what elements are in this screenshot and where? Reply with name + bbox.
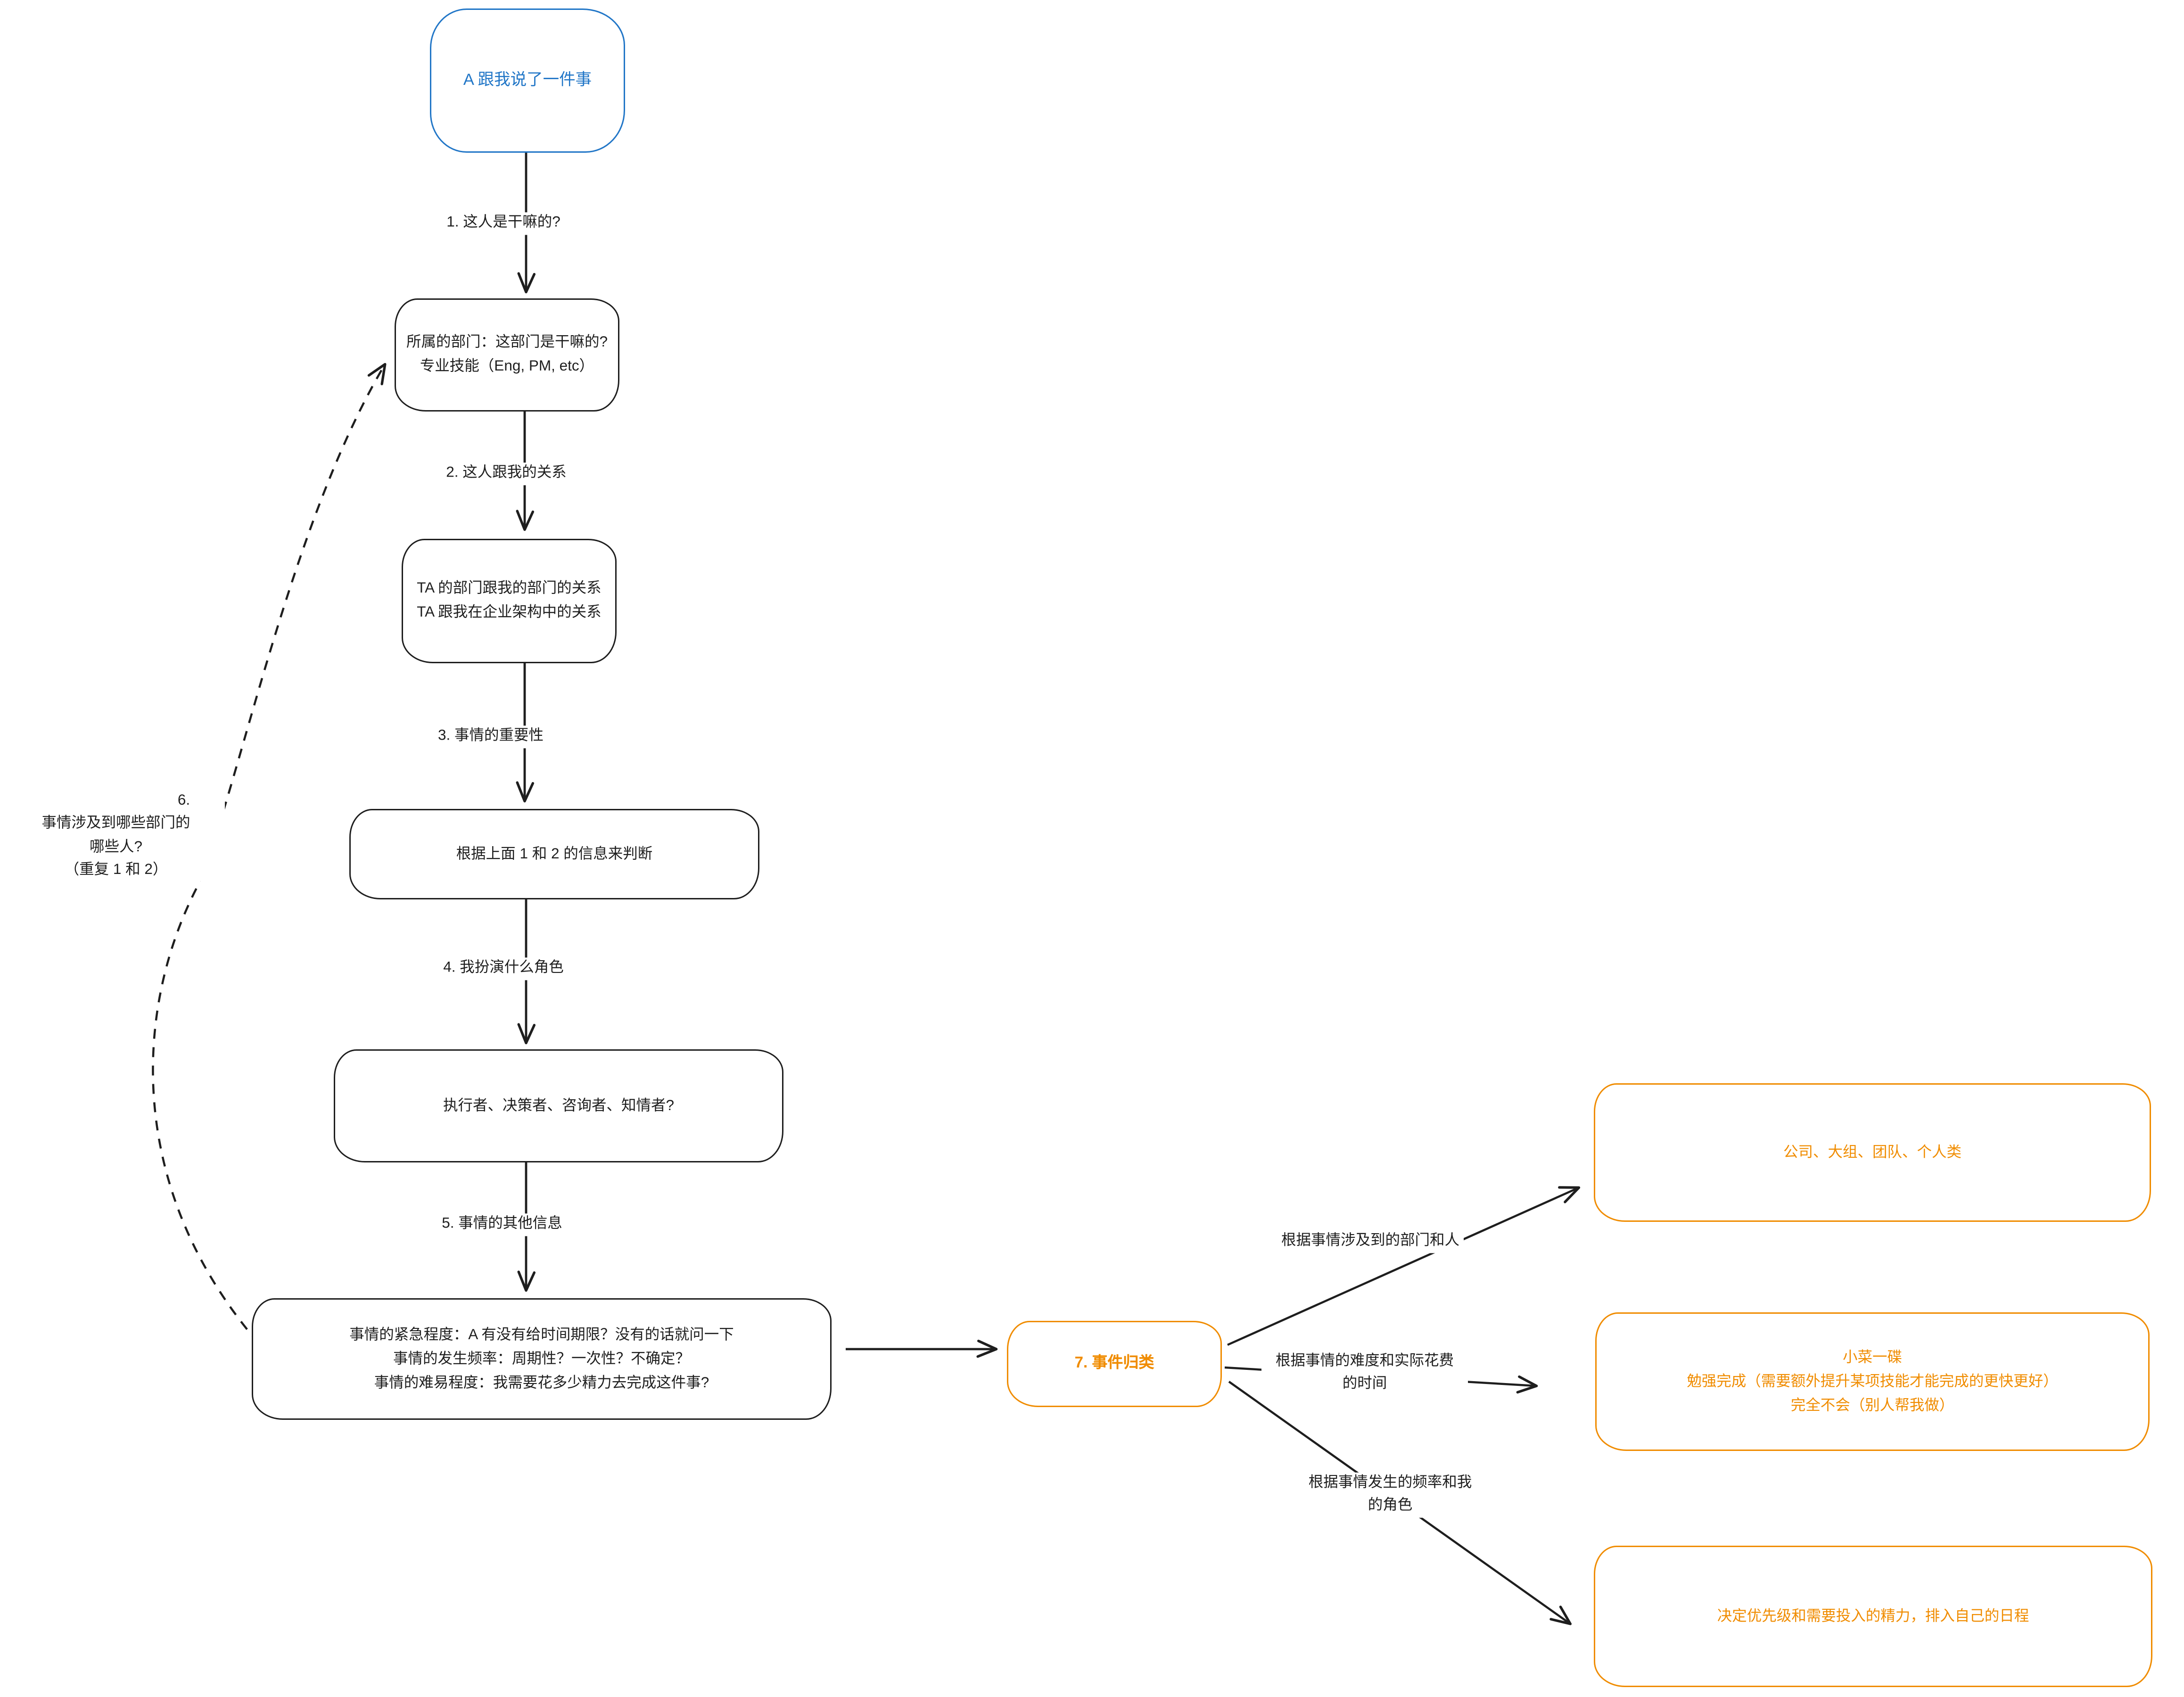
start-node-text: A 跟我说了一件事 [463,72,592,89]
category-difficulty-line3: 完全不会（别人帮我做） [1790,1396,1954,1414]
details-node-line3: 事情的难易程度：我需要花多少精力去完成这件事? [374,1374,709,1391]
category-priority-node: 决定优先级和需要投入的精力，排入自己的日程 [1594,1546,2152,1687]
branch-difficulty-label-line2: 的时间 [1342,1375,1387,1392]
branch-frequency-label-line2: 的角色 [1368,1496,1413,1513]
judge-node: 根据上面 1 和 2 的信息来判断 [349,809,759,899]
start-node: A 跟我说了一件事 [430,8,625,153]
edge-5-label: 5. 事情的其他信息 [437,1213,567,1236]
classify-node: 7. 事件归类 [1007,1321,1222,1407]
edge-6-label: 6. 事情涉及到哪些部门的 哪些人? （重复 1 和 2） [7,789,225,881]
department-node-line2: 专业技能（Eng, PM, etc） [420,358,594,375]
category-priority-text: 决定优先级和需要投入的精力，排入自己的日程 [1717,1607,2029,1624]
category-org-text: 公司、大组、团队、个人类 [1783,1143,1961,1161]
edge-6-dashed-arrow [152,362,387,1344]
category-difficulty-node: 小菜一碟 勉强完成（需要额外提升某项技能才能完成的更快更好） 完全不会（别人帮我… [1595,1312,2150,1451]
department-node: 所属的部门：这部门是干嘛的? 专业技能（Eng, PM, etc） [395,298,619,412]
branch-difficulty-label-line1: 根据事情的难度和实际花费 [1276,1352,1454,1369]
edge-3-label: 3. 事情的重要性 [433,725,548,748]
category-difficulty-line2: 勉强完成（需要额外提升某项技能才能完成的更快更好） [1687,1372,2058,1390]
relation-node-line1: TA 的部门跟我的部门的关系 [417,580,602,597]
edge-6-label-line4: （重复 1 和 2） [64,861,168,878]
role-node-text: 执行者、决策者、咨询者、知情者? [443,1096,675,1114]
details-node-line1: 事情的紧急程度：A 有没有给时间期限？没有的话就问一下 [349,1326,734,1343]
branch-frequency-label: 根据事情发生的频率和我 的角色 [1287,1472,1493,1517]
branch-frequency-label-line1: 根据事情发生的频率和我 [1308,1474,1472,1491]
judge-node-text: 根据上面 1 和 2 的信息来判断 [456,845,653,862]
edge-6-label-line1: 6. [177,792,190,809]
relation-node-line2: TA 跟我在企业架构中的关系 [417,604,602,621]
branch-org-arrow [1227,1186,1581,1346]
branch-org-label: 根据事情涉及到的部门和人 [1277,1230,1464,1253]
details-node: 事情的紧急程度：A 有没有给时间期限？没有的话就问一下 事情的发生频率：周期性？… [252,1298,832,1420]
edge-6-label-line2: 事情涉及到哪些部门的 [41,815,190,832]
category-difficulty-line1: 小菜一碟 [1843,1348,1902,1366]
details-node-line2: 事情的发生频率：周期性？一次性？不确定？ [393,1350,690,1367]
edge-6-label-line3: 哪些人? [89,838,143,855]
relation-node: TA 的部门跟我的部门的关系 TA 跟我在企业架构中的关系 [402,539,617,663]
category-org-node: 公司、大组、团队、个人类 [1594,1083,2151,1222]
edge-4-label: 4. 我扮演什么角色 [439,957,568,980]
branch-difficulty-label: 根据事情的难度和实际花费 的时间 [1261,1351,1468,1396]
edge-2-label: 2. 这人跟我的关系 [442,462,571,485]
classify-node-text: 7. 事件归类 [1074,1354,1154,1371]
edge-1-label: 1. 这人是干嘛的? [442,212,565,235]
department-node-line1: 所属的部门：这部门是干嘛的? [406,334,608,351]
role-node: 执行者、决策者、咨询者、知情者? [334,1049,783,1162]
